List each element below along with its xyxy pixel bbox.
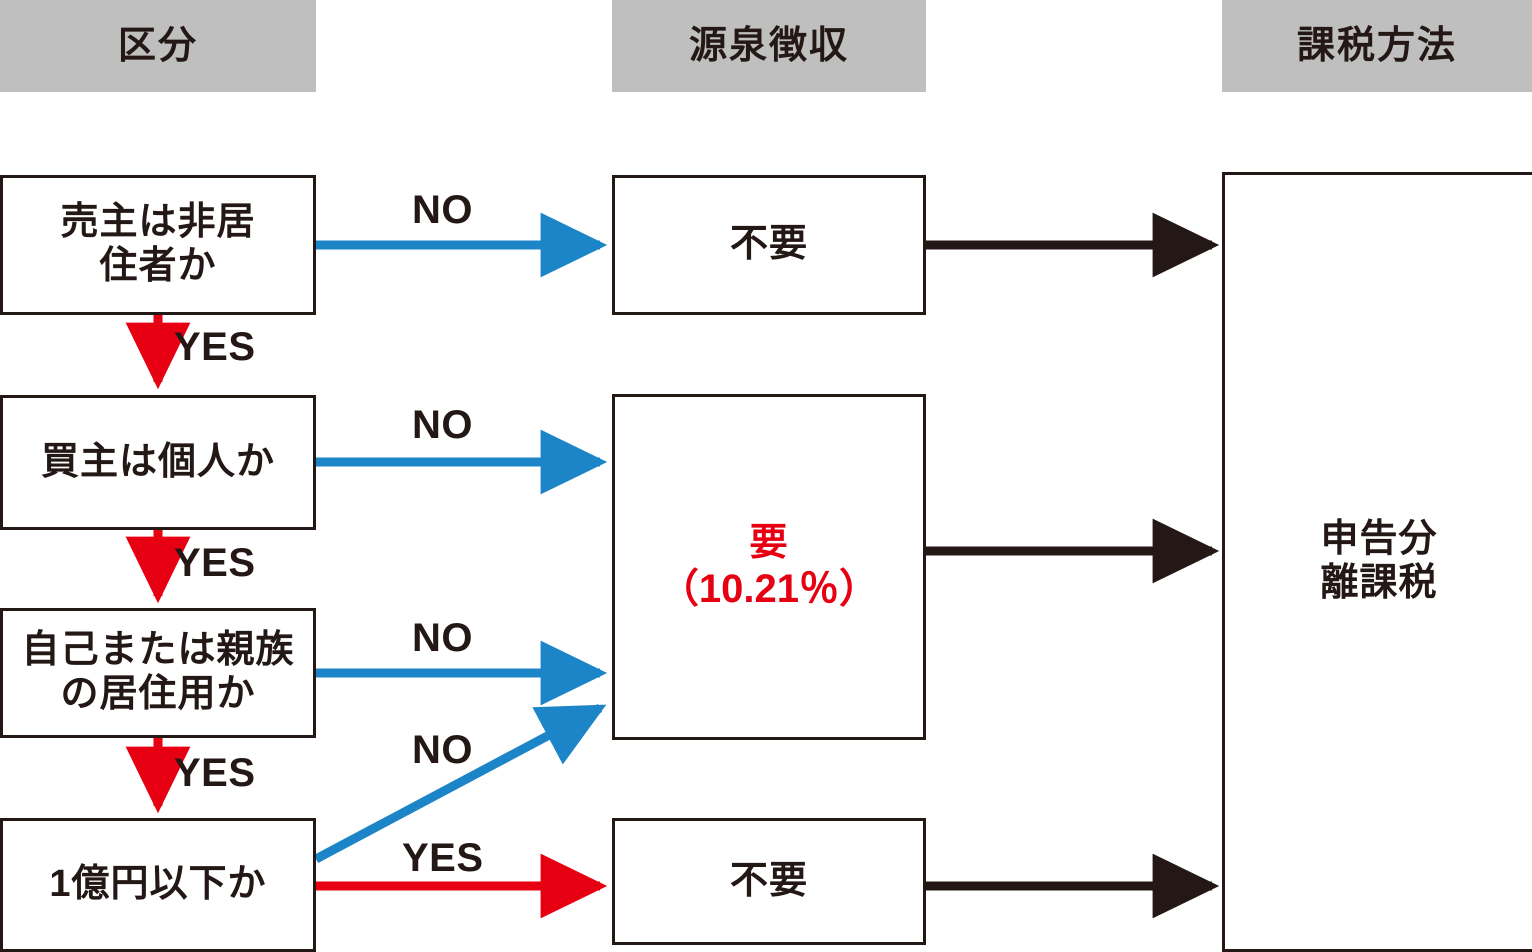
outcome-required-withholding-label: 要 [749,522,789,565]
result-separate-filing[interactable]: 申告分 離課税 [1222,172,1532,952]
result-separate-filing-line1: 申告分 [1320,518,1438,561]
outcome-not-required-bottom-label: 不要 [729,859,808,902]
outcome-not-required-top[interactable]: 不要 [612,175,926,315]
outcome-required-withholding[interactable]: 要 （10.21％） [612,394,926,740]
decision-self-or-relative[interactable]: 自己または親族 の居住用か [0,608,316,738]
decision-seller-nonresident-line1: 売主は非居 [60,201,256,244]
outcome-not-required-top-label: 不要 [729,223,808,266]
edge-label-no-seller: NO [412,188,473,232]
decision-under-100m[interactable]: 1億円以下か [0,818,316,952]
edge-label-yes-buyer: YES [174,541,256,585]
decision-self-or-relative-line2: の居住用か [60,673,256,715]
decision-buyer-individual-line1: 買主は個人か [40,440,275,483]
edge-label-no-buyer: NO [412,403,473,447]
edge-label-no-amount: NO [412,728,473,772]
outcome-not-required-bottom[interactable]: 不要 [612,818,926,945]
decision-under-100m-line1: 1億円以下か [49,863,267,906]
edge-label-yes-amount: YES [402,836,484,880]
column-header-kazei: 課税方法 [1222,0,1532,92]
edge-label-no-residence: NO [412,616,473,660]
column-header-gensen: 源泉徴収 [612,0,926,92]
decision-seller-nonresident-line2: 住者か [99,245,217,287]
decision-buyer-individual[interactable]: 買主は個人か [0,395,316,530]
column-header-kubun-label: 区分 [117,25,198,67]
column-header-gensen-label: 源泉徴収 [688,25,849,67]
column-header-kubun: 区分 [0,0,316,92]
outcome-required-withholding-rate: （10.21％） [658,566,880,611]
edge-label-yes-seller: YES [174,325,256,369]
decision-seller-nonresident[interactable]: 売主は非居 住者か [0,175,316,315]
column-header-kazei-label: 課税方法 [1296,25,1457,67]
result-separate-filing-line2: 離課税 [1320,562,1438,604]
decision-self-or-relative-line1: 自己または親族 [21,629,295,672]
edge-label-yes-residence: YES [174,751,256,795]
